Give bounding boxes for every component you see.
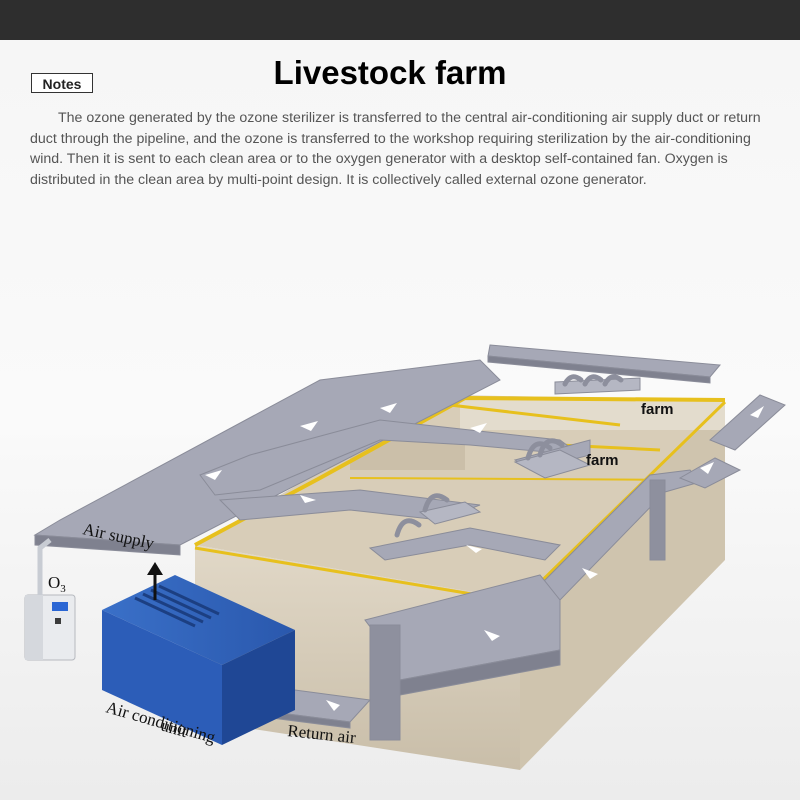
building-right-wall [520,400,725,770]
return-duct-drop-2 [649,479,666,561]
top-banner [0,0,800,40]
room-label: farm [641,401,674,418]
outlet-pipe [537,438,565,458]
cross-duct [368,527,562,561]
flow-arrow [484,630,500,641]
outlet-pipe [422,493,450,513]
duct-network [33,344,786,741]
outlet-pipe [394,518,422,538]
flow-arrow [326,700,340,711]
page-title: Livestock farm [273,54,507,91]
flow-arrow [582,568,598,579]
ozone-generator [24,538,76,661]
building-structure [194,395,727,770]
flow-arrow [380,403,397,413]
ozone-generator-front [25,595,43,660]
flow-arrow [300,495,316,503]
ac-unit-side [222,630,295,745]
flow-arrow [300,421,318,431]
supply-duct-side [34,534,181,556]
outlet-pipe [602,374,624,387]
ozone-generator-screen [52,602,68,611]
notes-badge: Notes [31,73,93,93]
ozone-symbol: O3 [48,573,66,595]
outlet-pipe [525,441,553,461]
ozone-pipe [37,538,52,595]
flow-arrow [700,462,714,474]
grille-pad [418,501,482,525]
return-duct-drop [369,624,401,741]
room-label: farm [586,452,619,469]
outlet-right-mid [678,457,742,489]
ac-unit-vent [150,588,212,620]
ac-unit-vent [158,584,220,616]
ac-unit-vent [134,596,196,628]
outlet-right-top [709,394,786,451]
flow-arrow [750,406,764,418]
grille-pad [513,449,592,479]
flow-arrow [470,423,487,433]
floor-trim [349,477,701,481]
outlet-pipe [582,374,604,387]
supply-up-arrow-head [147,562,163,575]
ozone-generator-button [55,618,61,624]
top-duct-side [487,355,711,384]
ac-unit [102,562,295,745]
room-back-wall [460,400,725,430]
outlet-pipe [562,374,584,387]
outlet-pipes [394,374,624,538]
flow-arrow [205,470,222,480]
description-text: The ozone generated by the ozone sterili… [30,110,761,188]
floor-trim [449,403,621,427]
ac-unit-vent [142,592,204,624]
ac-unit-front [102,610,222,745]
flow-arrow [466,545,482,553]
flow-arrows [205,403,764,711]
